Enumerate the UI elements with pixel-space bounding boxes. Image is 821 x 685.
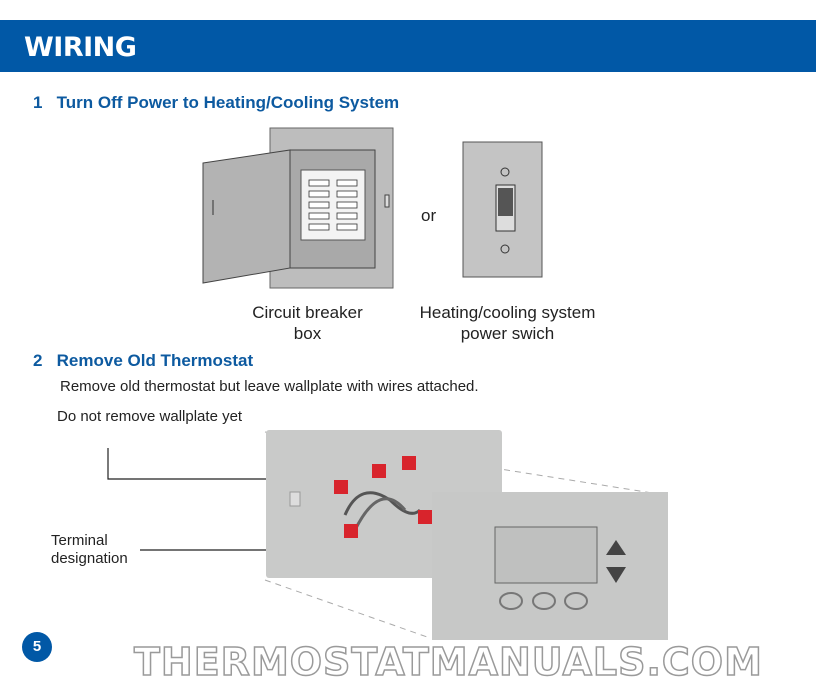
or-label: or — [421, 206, 437, 225]
thermostat-illustration — [107, 430, 668, 640]
step-2-instruction: Remove old thermostat but leave wallplat… — [60, 378, 479, 395]
section-banner: WIRING — [0, 20, 816, 72]
step-title: Turn Off Power to Heating/Cooling System — [56, 93, 400, 112]
step-number: 1 — [33, 93, 43, 112]
section-title: WIRING — [24, 32, 137, 63]
breaker-box-illustration — [202, 127, 394, 289]
step-1-heading: 1 Turn Off Power to Heating/Cooling Syst… — [33, 93, 399, 113]
thermostat-unit — [432, 492, 668, 640]
callout-wallplate: Do not remove wallplate yet — [57, 408, 243, 425]
step-title: Remove Old Thermostat — [56, 351, 254, 370]
power-illustration — [202, 127, 543, 289]
page-number-badge: 5 — [22, 632, 52, 662]
watermark: THERMOSTATMANUALS.COM — [133, 640, 763, 684]
step-number: 2 — [33, 351, 43, 370]
switch-caption: Heating/cooling system power swich — [419, 303, 596, 343]
step-2-heading: 2 Remove Old Thermostat — [33, 351, 253, 371]
wall-switch-illustration — [462, 141, 543, 278]
callout-terminal: Terminal designation — [51, 532, 128, 567]
breaker-caption: Circuit breaker box — [252, 303, 363, 343]
